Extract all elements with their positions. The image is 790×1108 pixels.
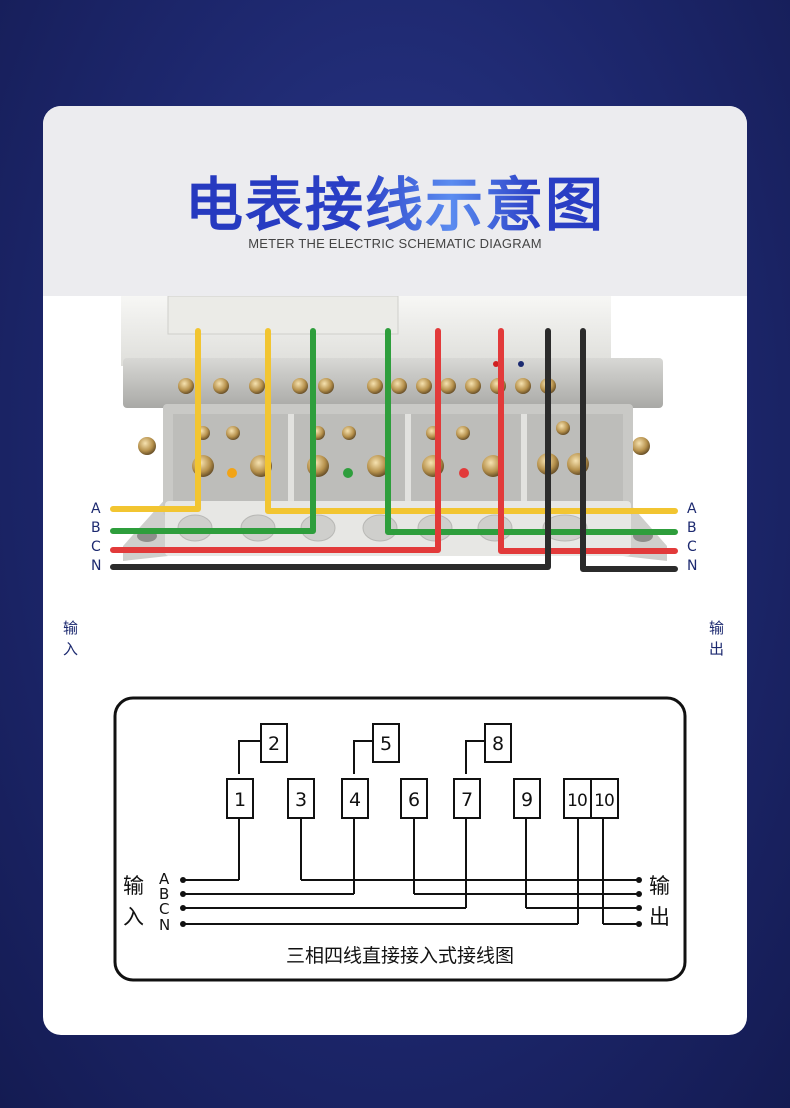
- terminal-dividers: [288, 414, 527, 504]
- schematic-output-char-2: 出: [649, 905, 670, 929]
- schematic-line-a: A: [159, 870, 170, 888]
- photo-line-c-left: C: [91, 539, 101, 555]
- wire-c-out: [498, 328, 678, 554]
- meter-window: [167, 296, 399, 335]
- page-subtitle: METER THE ELECTRIC SCHEMATIC DIAGRAM: [248, 236, 542, 251]
- schematic-wires: [183, 740, 639, 925]
- header-band: 电表接线示意图 METER THE ELECTRIC SCHEMATIC DIA…: [43, 106, 747, 296]
- schematic-output-char-1: 输: [649, 874, 670, 898]
- schematic-input-char-2: 入: [123, 905, 144, 929]
- photo-line-b-right: B: [687, 520, 697, 536]
- diagram-card: 电表接线示意图 METER THE ELECTRIC SCHEMATIC DIA…: [43, 106, 747, 1035]
- terminal-8: 8: [492, 733, 504, 755]
- terminal-5: 5: [380, 733, 392, 755]
- photo-line-n-left: N: [91, 558, 101, 574]
- schematic-input-char-1: 输: [123, 874, 144, 898]
- meter-terminal-illustration: 输 入 A B C N A B C N 输 出: [63, 296, 724, 658]
- line-endpoints: [180, 877, 642, 927]
- photo-line-a-right: A: [687, 501, 697, 517]
- terminal-boxes: [226, 723, 619, 819]
- terminal-10a: 10: [567, 791, 587, 811]
- photo-line-a-left: A: [91, 501, 101, 517]
- wire-entry-rail: [165, 501, 631, 556]
- wires: [110, 328, 678, 572]
- terminal-6: 6: [408, 789, 420, 811]
- schematic-line-n: N: [159, 916, 170, 934]
- wire-n-in: [110, 328, 551, 570]
- schematic-line-c: C: [159, 900, 169, 918]
- photo-input-label-1: 输: [63, 619, 78, 637]
- wire-b-out: [385, 328, 678, 535]
- schematic-line-b: B: [159, 885, 169, 903]
- wire-n-out: [580, 328, 678, 572]
- terminal-2: 2: [268, 733, 280, 755]
- terminal-10b: 10: [594, 791, 614, 811]
- terminal-7: 7: [461, 789, 473, 811]
- photo-input-label-2: 入: [63, 640, 78, 658]
- phase-a-indicator: [227, 468, 237, 478]
- wiring-schematic: 2 5 8 1 3 4 6 7 9 10 10 输 入 A B C N 输 出 …: [113, 696, 687, 982]
- schematic-frame: [113, 696, 687, 982]
- photo-line-n-right: N: [687, 558, 697, 574]
- phase-b-indicator: [343, 468, 353, 478]
- schematic-caption: 三相四线直接接入式接线图: [286, 945, 514, 967]
- photo-line-c-right: C: [687, 539, 697, 555]
- terminal-1: 1: [234, 789, 246, 811]
- terminal-9: 9: [521, 789, 533, 811]
- photo-output-label-2: 出: [709, 640, 724, 658]
- wire-a-in: [110, 328, 201, 512]
- photo-line-b-left: B: [91, 520, 101, 536]
- photo-output-label-1: 输: [709, 619, 724, 637]
- wire-a-out: [265, 328, 678, 514]
- wire-c-in: [110, 328, 441, 553]
- wire-b-in: [110, 328, 316, 534]
- terminal-3: 3: [295, 789, 307, 811]
- page-title: 电表接线示意图: [43, 158, 747, 242]
- phase-c-indicator: [459, 468, 469, 478]
- terminal-4: 4: [349, 789, 361, 811]
